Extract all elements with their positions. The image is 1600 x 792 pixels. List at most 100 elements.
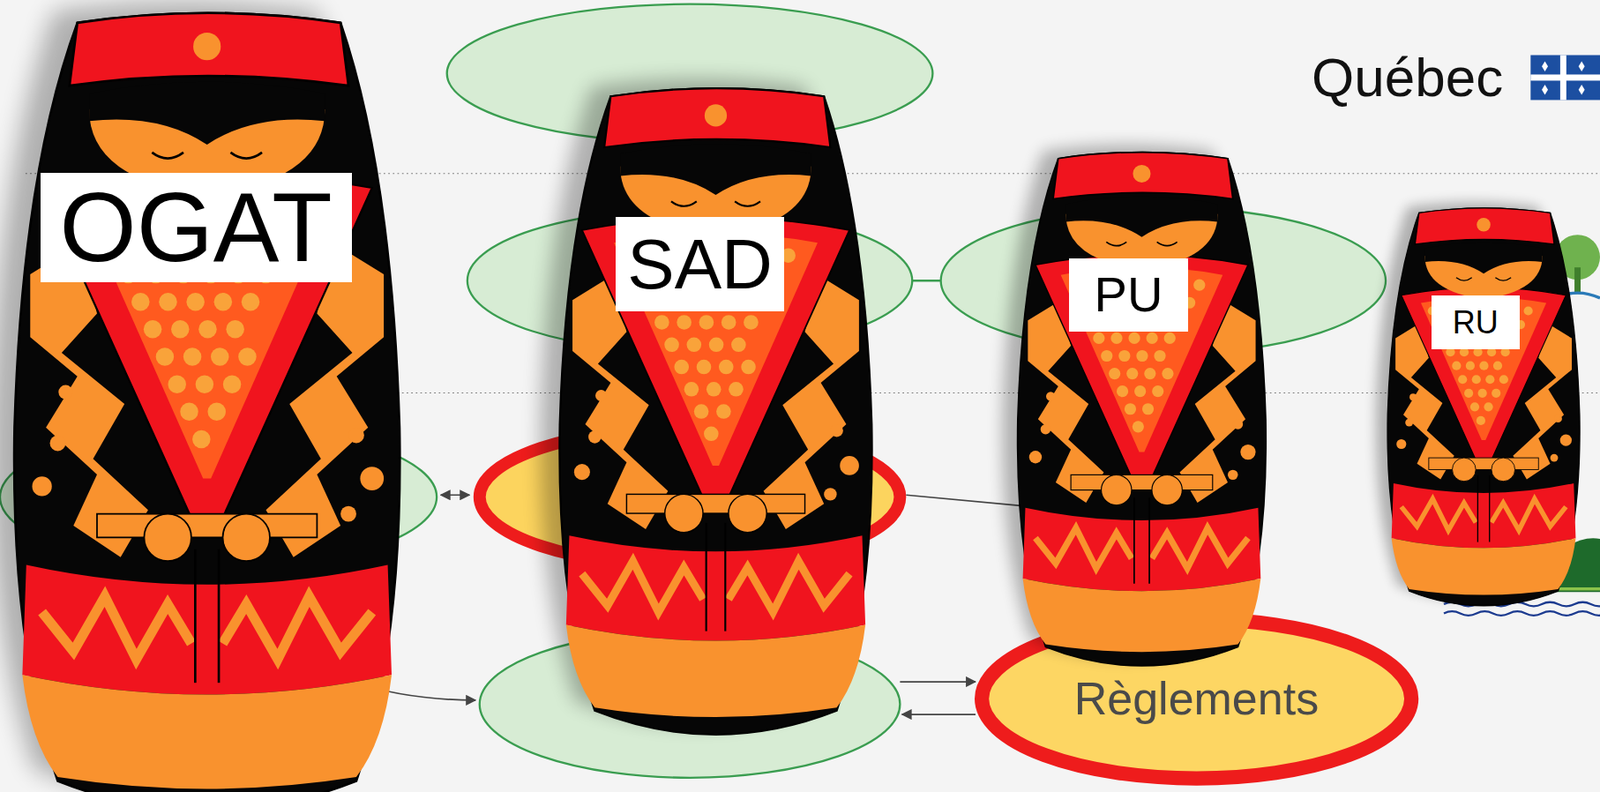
doll-dot [340, 506, 357, 523]
doll-dot [213, 292, 232, 311]
doll [539, 78, 872, 735]
doll-dot [142, 320, 161, 338]
doll-collar [581, 216, 849, 498]
doll-hand [143, 514, 191, 561]
doll-dot [179, 403, 198, 421]
doll-base [1391, 538, 1577, 595]
doll-zigzag [1035, 527, 1132, 569]
doll-dot [1483, 402, 1493, 412]
doll-seam [704, 523, 707, 632]
doll-dot [1164, 331, 1176, 344]
doll-skirt [22, 565, 392, 696]
doll-dot [131, 292, 150, 311]
arrow [899, 680, 976, 683]
doll-dot [158, 292, 177, 311]
quebec-flag [1530, 54, 1600, 100]
doll-dot [1560, 434, 1572, 447]
ellipse-shape [981, 619, 1412, 778]
doll-dot [1124, 403, 1137, 415]
doll-dot [573, 463, 590, 480]
flag-field [1530, 54, 1600, 100]
doll-base [1023, 578, 1262, 652]
doll-figure [1015, 153, 1269, 673]
tree-trunk [1574, 267, 1581, 294]
doll-dot [829, 424, 843, 437]
doll-dot [155, 348, 173, 367]
doll-body [1387, 208, 1580, 606]
doll-dot [1409, 393, 1417, 401]
wave [1443, 611, 1600, 616]
doll-node: OGAT [10, 14, 404, 792]
doll-belt [1070, 474, 1213, 490]
doll-figure [556, 89, 875, 743]
doll-dot [192, 430, 210, 449]
doll-node: PU [1015, 153, 1269, 673]
doll-dot [1110, 331, 1122, 344]
doll-dot [1142, 403, 1154, 415]
doll-zigzag [222, 597, 372, 660]
doll-collar [1035, 254, 1249, 477]
doll-dot [695, 359, 711, 375]
doll-label: SAD [615, 216, 785, 311]
doll-figure [10, 14, 404, 792]
doll-dot [720, 314, 736, 330]
doll-body [14, 13, 400, 792]
ellipse-link [912, 279, 941, 282]
doll-hat-dot [1133, 164, 1152, 182]
doll-dot [1046, 391, 1055, 401]
doll-dot [728, 381, 744, 397]
doll-node: RU [1385, 209, 1582, 611]
fleur [1578, 60, 1586, 72]
doll-dot [240, 292, 259, 311]
doll-zigzag [1401, 499, 1476, 531]
doll [1375, 201, 1580, 606]
doll-body [559, 88, 872, 735]
doll-dot [717, 359, 733, 375]
doll-dot [1136, 349, 1148, 361]
doll-dot [167, 375, 186, 394]
doll-dot [676, 314, 692, 330]
doll-hat-dot [703, 104, 726, 127]
doll-figure [1385, 209, 1582, 611]
doll-hair [620, 143, 812, 195]
doll-dot [595, 389, 607, 402]
arrow [441, 493, 470, 496]
doll-eye [151, 152, 184, 159]
doll-seam [1477, 475, 1479, 543]
doll-dot [225, 320, 244, 338]
doll-dot [588, 430, 601, 443]
doll-dot [1554, 414, 1563, 423]
fleur [1541, 60, 1548, 72]
doll-seam [1148, 497, 1151, 584]
doll-dot [1116, 385, 1129, 397]
doll-seam [1488, 475, 1490, 543]
doll-dot [348, 427, 365, 444]
doll-belt [97, 514, 317, 539]
doll-dot [1470, 402, 1480, 412]
doll-hand [222, 514, 270, 561]
doll-dot [1029, 450, 1042, 464]
doll-dot [1485, 374, 1495, 384]
doll-dot [182, 348, 201, 367]
doll-hat [1053, 151, 1234, 199]
doll-skirt [565, 535, 865, 641]
doll-dot [1154, 349, 1167, 361]
doll-dot [1240, 443, 1256, 459]
doll-label: PU [1069, 258, 1189, 332]
doll-dot [58, 385, 73, 400]
doll-hat-dot [1476, 217, 1491, 232]
doll-dot [731, 336, 747, 352]
doll-hair [1065, 195, 1218, 237]
doll-zigzag [581, 560, 703, 613]
doll-dot [1493, 361, 1503, 371]
doll-dot [664, 336, 680, 352]
doll-dot [1499, 374, 1509, 384]
doll-eye [1106, 241, 1127, 246]
doll-hand [1101, 474, 1132, 505]
doll-zigzag [1491, 499, 1566, 531]
doll-dot [171, 320, 189, 338]
doll-dot [1405, 418, 1414, 427]
doll-eye [1495, 277, 1511, 281]
doll-hat [604, 88, 830, 148]
